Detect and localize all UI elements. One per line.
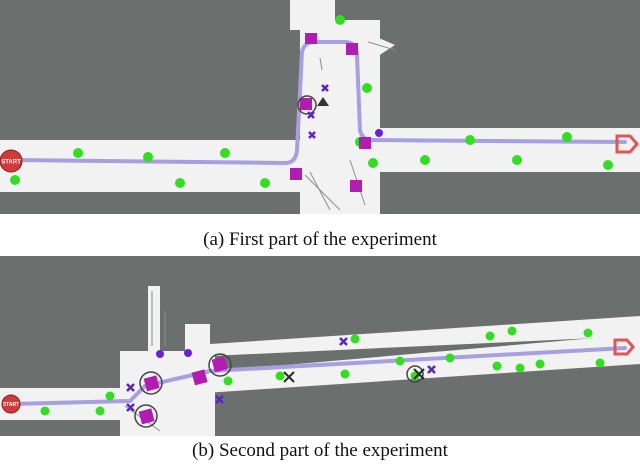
- green-dot: [512, 155, 522, 165]
- green-dot: [73, 148, 83, 158]
- green-dot: [595, 358, 605, 368]
- purple-cross: [427, 365, 436, 374]
- green-dot: [223, 376, 233, 386]
- dark-x-marks: [283, 368, 425, 383]
- magenta-square: [290, 168, 302, 180]
- panel-b-svg: START: [0, 256, 640, 436]
- purple-crosses: [126, 337, 436, 412]
- green-dot: [395, 356, 405, 366]
- green-dot: [485, 331, 495, 341]
- purple-cross: [126, 403, 135, 412]
- green-dot: [420, 155, 430, 165]
- circle-ring: [134, 404, 158, 428]
- magenta-squares: [290, 33, 371, 192]
- purple-cross: [339, 337, 348, 346]
- triangle-marker: [317, 97, 329, 106]
- circle-ring: [208, 353, 232, 377]
- green-dot: [275, 371, 285, 381]
- goal-marker: [613, 338, 635, 356]
- purple-cross: [126, 383, 135, 392]
- start-marker: START: [1, 394, 21, 414]
- robot-path: [10, 40, 627, 166]
- green-dot: [220, 148, 230, 158]
- circle-ring: [139, 371, 163, 395]
- green-dot: [143, 152, 153, 162]
- green-dot: [410, 371, 420, 381]
- magenta-square: [300, 98, 312, 110]
- purple-dot: [375, 129, 383, 137]
- purple-cross: [308, 131, 316, 139]
- start-label: START: [1, 160, 21, 166]
- green-dots: [10, 15, 613, 188]
- green-dot: [368, 158, 378, 168]
- green-dot: [583, 328, 593, 338]
- magenta-square: [143, 375, 160, 392]
- purple-cross: [215, 395, 224, 404]
- green-dot: [492, 361, 502, 371]
- green-dot: [535, 359, 545, 369]
- green-dot: [340, 369, 350, 379]
- circle-rings: [134, 353, 424, 428]
- green-dot: [445, 353, 455, 363]
- caption-a: (a) First part of the experiment: [203, 229, 437, 250]
- green-dot: [95, 406, 105, 416]
- purple-dot: [184, 349, 192, 357]
- start-label: START: [3, 402, 19, 408]
- green-dot: [335, 15, 345, 25]
- caption-b: (b) Second part of the experiment: [192, 440, 448, 461]
- magenta-squares: [138, 356, 228, 425]
- panel-a-map: START: [0, 0, 640, 214]
- green-dot: [175, 178, 185, 188]
- purple-crosses: [307, 84, 329, 139]
- magenta-square: [138, 408, 155, 425]
- green-dot: [350, 334, 360, 344]
- magenta-square: [211, 356, 228, 373]
- magenta-square: [350, 180, 362, 192]
- circle-ring: [297, 95, 317, 115]
- green-dot: [362, 83, 372, 93]
- green-dot: [40, 406, 50, 416]
- dark-x: [413, 368, 425, 380]
- purple-dots: [375, 129, 383, 137]
- green-dot: [507, 326, 517, 336]
- green-dot: [105, 391, 115, 401]
- green-dots: [40, 326, 605, 416]
- green-dot: [603, 160, 613, 170]
- start-marker: START: [0, 149, 23, 173]
- magenta-square: [305, 33, 317, 44]
- robot-path: [10, 346, 627, 406]
- dark-x: [283, 371, 295, 383]
- purple-cross: [307, 111, 315, 119]
- purple-dots: [156, 349, 192, 358]
- green-dot: [515, 363, 525, 373]
- purple-dot: [156, 350, 164, 358]
- magenta-square: [346, 43, 358, 55]
- magenta-square: [191, 369, 208, 386]
- panel-b-map: START: [0, 256, 640, 436]
- green-dot: [10, 175, 20, 185]
- circle-ring: [406, 365, 424, 383]
- goal-marker: [615, 134, 639, 154]
- green-dot: [465, 135, 475, 145]
- green-dot: [562, 132, 572, 142]
- magenta-square: [359, 137, 371, 149]
- purple-cross: [321, 84, 329, 92]
- panel-a-svg: START: [0, 0, 640, 214]
- green-dot: [260, 178, 270, 188]
